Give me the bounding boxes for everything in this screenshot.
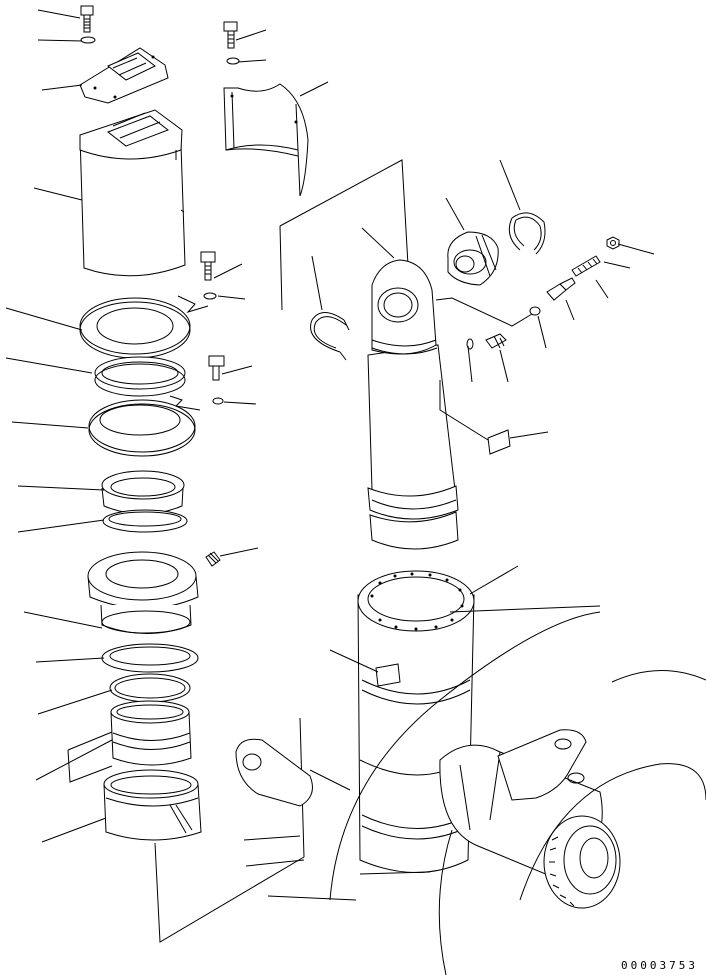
king-pin-lever <box>236 739 312 806</box>
tie-rod-arm <box>498 730 586 800</box>
bolt-flange-right <box>209 356 224 380</box>
seal-ring-1 <box>95 357 185 396</box>
leader-lines-bottom-right <box>244 566 600 900</box>
flange-ring-lower <box>89 400 195 456</box>
curved-cover-plate <box>224 84 308 196</box>
housing-cylinder-top <box>80 110 185 276</box>
bracket-line-2 <box>170 396 200 410</box>
washer-flange-right <box>213 398 223 404</box>
bracket-line-1 <box>178 296 208 312</box>
small-washer <box>530 307 540 315</box>
threaded-stud <box>572 256 600 276</box>
nameplate <box>488 430 510 454</box>
bolt-top-center <box>224 22 237 48</box>
stacked-bushing-lower <box>104 770 201 840</box>
bolt-mid-left <box>201 252 215 280</box>
upper-assembly-bracket <box>280 160 408 310</box>
screw-plug <box>486 334 506 348</box>
cover-plate <box>80 48 168 103</box>
pin-bushing <box>448 232 498 285</box>
leader-lines-top-center <box>236 30 328 96</box>
lock-washer-top-left <box>81 37 95 43</box>
leader-lines-left <box>6 10 258 842</box>
flange-ring-upper <box>80 298 190 358</box>
seal-ring-3 <box>110 674 190 702</box>
flange-bolt-holes <box>370 572 464 631</box>
lift-cylinder <box>368 260 458 549</box>
flanged-sleeve <box>88 552 198 634</box>
drawing-number: 00003753 <box>621 959 698 972</box>
bleed-valve <box>547 278 575 300</box>
snap-ring-left <box>311 313 349 361</box>
thin-ring <box>103 510 187 532</box>
seal-ring-2 <box>102 644 198 672</box>
washer-top-center <box>227 58 239 64</box>
grease-fitting <box>206 552 220 566</box>
bushing-ring <box>102 471 184 514</box>
stacked-bushing-upper <box>111 701 191 765</box>
snap-ring-right <box>509 213 545 254</box>
spline-hub <box>544 816 620 908</box>
leader-lines-center <box>312 160 654 440</box>
hex-nut <box>607 237 619 249</box>
washer-mid-left <box>204 293 216 299</box>
axle-outline-curves <box>330 612 706 975</box>
bolt-top-left <box>81 6 93 32</box>
